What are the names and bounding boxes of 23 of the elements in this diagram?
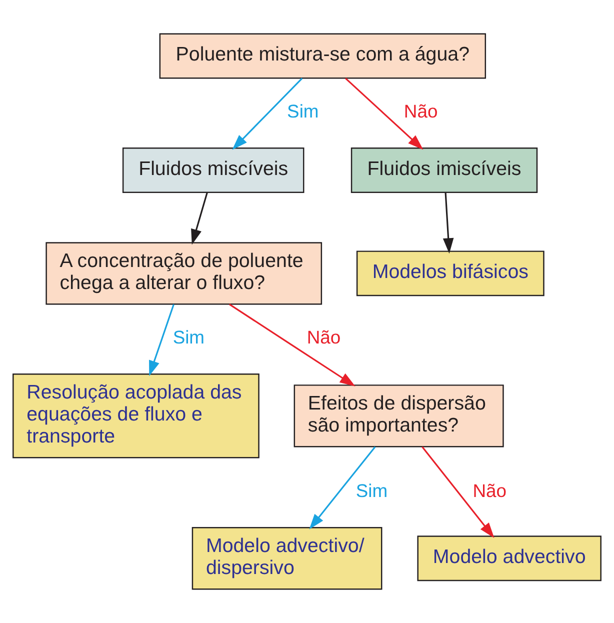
edge-label: Não [472, 480, 506, 501]
node-box: Efeitos de dispersão são importantes? [294, 384, 504, 448]
arrow [229, 304, 356, 386]
node-box: Fluidos miscíveis [122, 148, 304, 193]
arrow [345, 78, 424, 150]
arrow [422, 446, 494, 538]
edge-label: Sim [356, 480, 388, 501]
edge-label: Sim [287, 100, 319, 122]
node-box: A concentração de poluente chega a alterar o fluxo? [46, 242, 322, 305]
arrow [191, 192, 208, 245]
node-box: Modelo advectivo [417, 536, 602, 582]
arrow [149, 304, 174, 376]
arrow [232, 78, 303, 150]
node-box: Resolução acoplada das equações de fluxo e transporte [12, 374, 260, 458]
arrow [309, 446, 376, 530]
edge-label: Sim [172, 326, 205, 348]
arrow [442, 192, 454, 254]
edge-label: Não [306, 326, 341, 348]
node-box: Poluente mistura-se com a água? [159, 33, 486, 79]
edge-label: Não [404, 100, 438, 122]
node-box: Modelos bifásicos [356, 250, 544, 296]
node-box: Fluidos imiscíveis [350, 148, 538, 193]
node-box: Modelo advectivo/ dispersivo [192, 527, 382, 590]
